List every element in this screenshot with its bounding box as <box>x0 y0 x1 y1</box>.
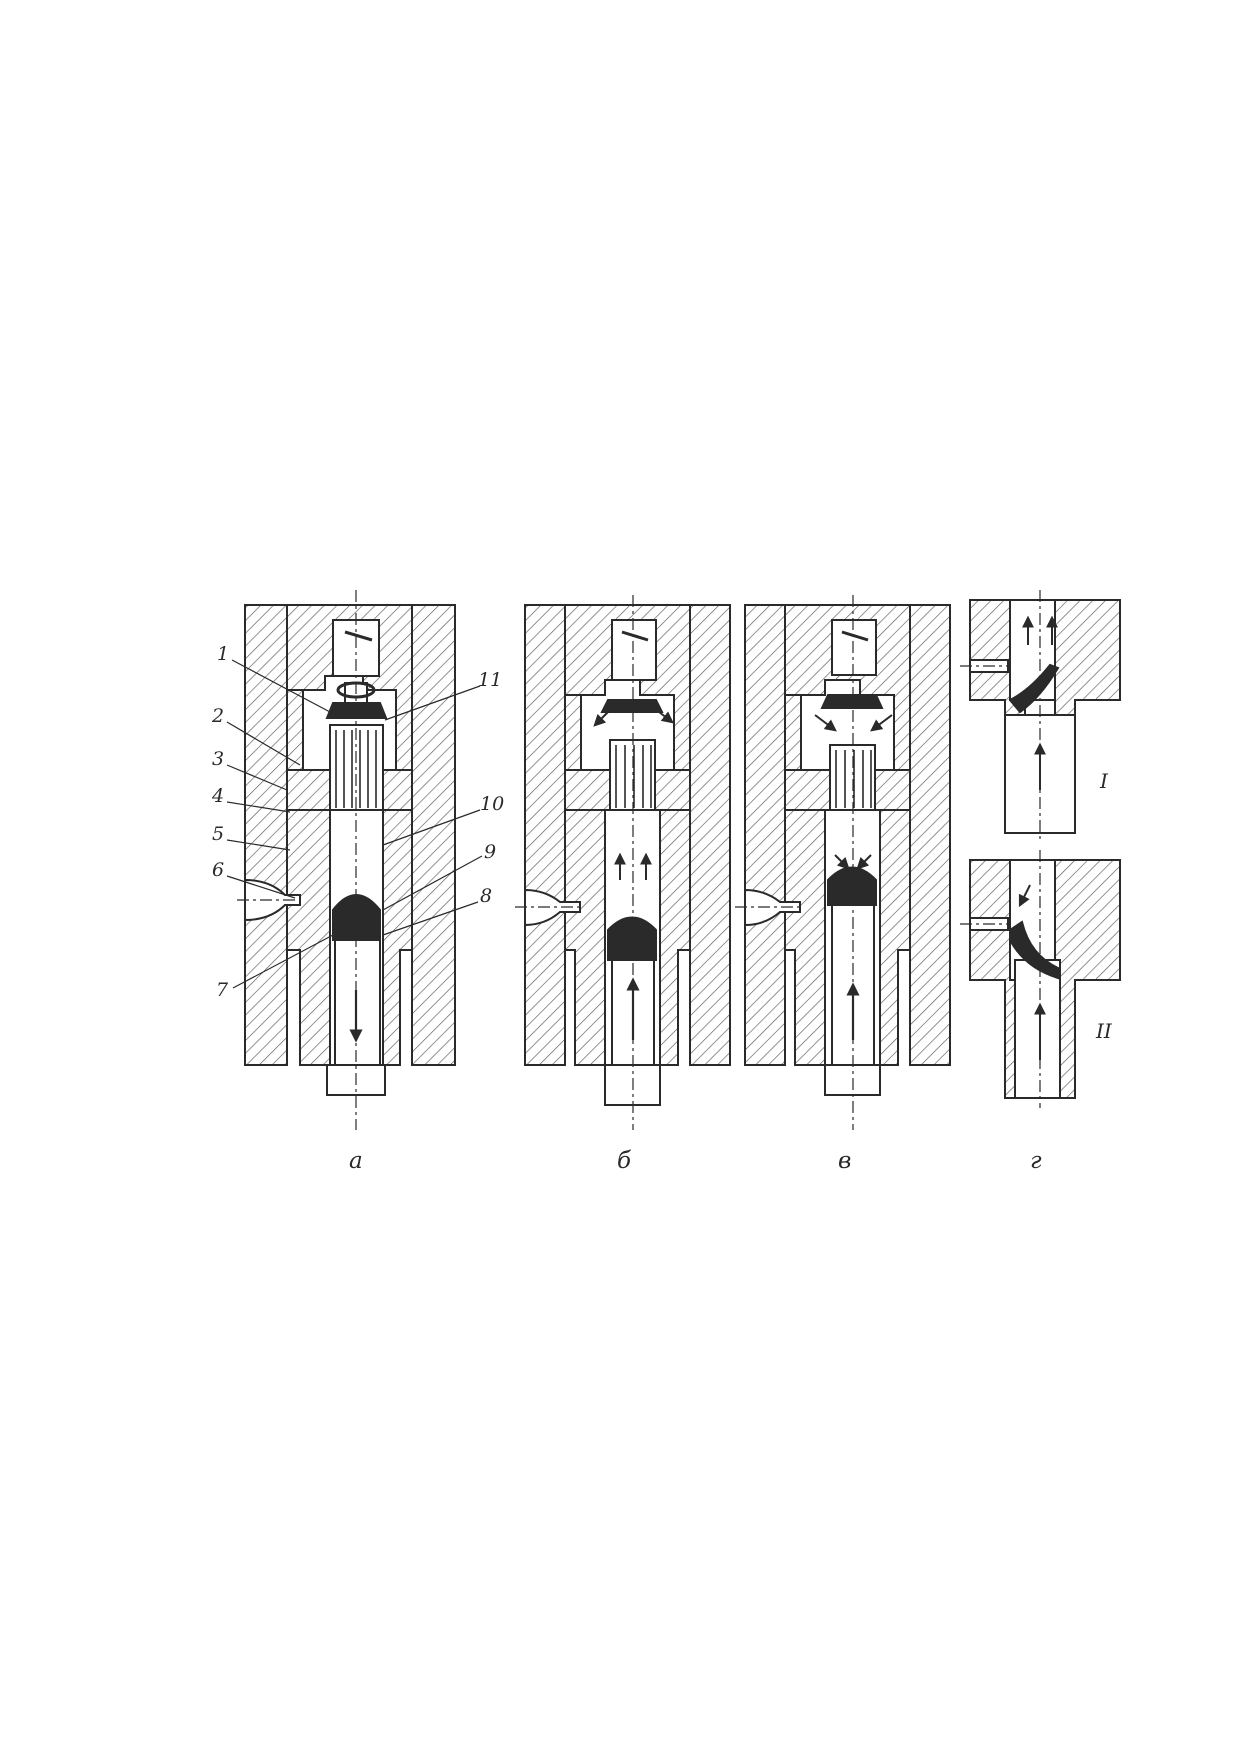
plunger <box>334 939 381 1066</box>
position-label-ii: II <box>1095 1019 1113 1043</box>
spring <box>335 730 377 808</box>
part-label-6: 6 <box>212 859 224 881</box>
panel-d-lower <box>960 850 1121 1108</box>
panel-a <box>226 590 483 1130</box>
part-label-1: 1 <box>217 643 229 665</box>
part-label-8: 8 <box>480 885 492 907</box>
part-labels: 1 2 3 4 5 6 7 8 9 10 11 <box>211 643 504 1001</box>
panel-c <box>735 595 951 1130</box>
part-label-7: 7 <box>216 979 229 1001</box>
housing-right-wall <box>411 604 456 1066</box>
inlet-port <box>244 878 301 922</box>
housing-left-wall <box>244 604 288 1066</box>
leader-lines <box>226 659 483 989</box>
panel-label-b: б <box>617 1148 632 1174</box>
lower-body-right <box>382 809 413 1066</box>
part-label-2: 2 <box>211 705 224 727</box>
panel-label-a: а <box>349 1148 363 1174</box>
panel-label-d: г <box>1030 1148 1042 1174</box>
panel-d-upper <box>960 590 1121 840</box>
part-label-10: 10 <box>480 793 504 815</box>
part-label-9: 9 <box>484 841 496 863</box>
part-label-4: 4 <box>211 785 224 807</box>
panel-label-c: в <box>838 1148 851 1174</box>
part-label-3: 3 <box>212 748 224 770</box>
cap-left-skirt <box>286 689 304 771</box>
position-labels: I II <box>1095 769 1113 1043</box>
panel-b <box>515 595 731 1130</box>
panel-labels: а б в г <box>349 1148 1042 1174</box>
lower-body-left <box>286 809 331 1066</box>
part-label-5: 5 <box>212 823 224 845</box>
part-label-11: 11 <box>478 669 502 691</box>
position-label-i: I <box>1099 769 1109 793</box>
